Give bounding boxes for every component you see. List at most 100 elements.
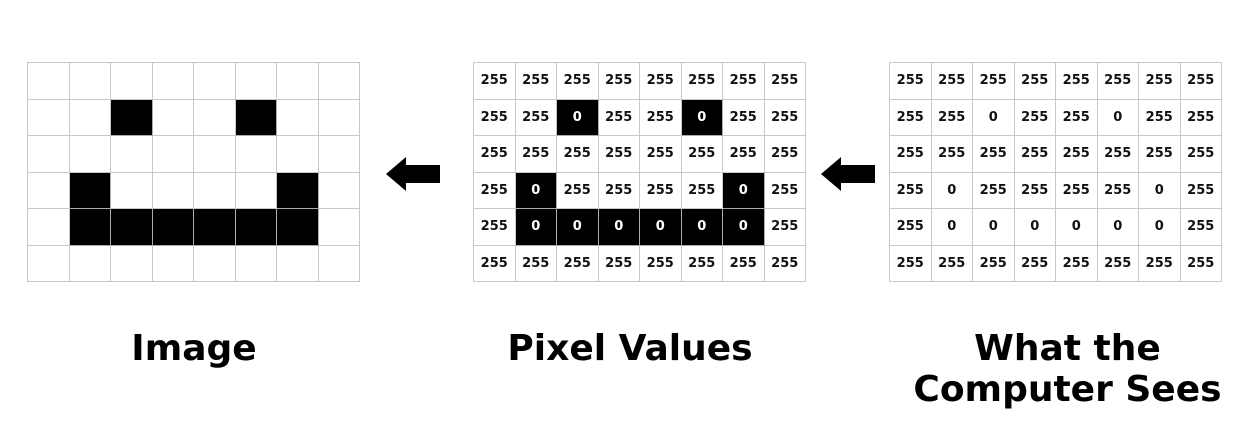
pixel-value-cell: 255 (515, 63, 557, 100)
pixel-cell (69, 136, 111, 173)
pixel-value-cell: 0 (515, 172, 557, 209)
pixel-cell (111, 63, 153, 100)
pixel-value-cell: 0 (557, 99, 599, 136)
pixel-cell (28, 63, 70, 100)
number-cell: 255 (1014, 63, 1056, 100)
pixel-value-cell: 255 (474, 172, 516, 209)
pixel-cell (152, 63, 194, 100)
image-label: Image (131, 328, 257, 369)
pixel-value-cell: 255 (474, 209, 516, 246)
pixel-cell (235, 136, 277, 173)
left-arrow-icon (821, 157, 875, 191)
pixel-cell (194, 209, 236, 246)
number-cell: 255 (973, 245, 1015, 282)
pixel-value-cell: 255 (598, 99, 640, 136)
pixel-value-cell: 255 (598, 245, 640, 282)
pixel-value-cell: 255 (640, 136, 682, 173)
pixel-cell (152, 99, 194, 136)
pixel-cell (69, 99, 111, 136)
number-cell: 0 (973, 209, 1015, 246)
pixel-value-cell: 0 (681, 209, 723, 246)
pixel-cell (111, 245, 153, 282)
number-cell: 0 (931, 172, 973, 209)
pixel-value-cell: 255 (681, 245, 723, 282)
number-cell: 255 (1056, 99, 1098, 136)
pixel-value-cell: 255 (764, 99, 806, 136)
pixel-value-cell: 255 (557, 136, 599, 173)
pixel-cell (277, 245, 319, 282)
pixel-value-cell: 255 (723, 63, 765, 100)
number-cell: 255 (1139, 99, 1181, 136)
number-cell: 255 (1180, 245, 1222, 282)
number-cell: 255 (1180, 99, 1222, 136)
pixel-value-cell: 0 (598, 209, 640, 246)
pixel-cell (28, 99, 70, 136)
number-cell: 255 (1056, 63, 1098, 100)
pixel-cell (318, 136, 360, 173)
number-cell: 255 (973, 63, 1015, 100)
pixel-value-cell: 255 (515, 99, 557, 136)
number-cell: 255 (1097, 245, 1139, 282)
pixel-value-cell: 255 (474, 63, 516, 100)
pixel-value-cell: 255 (764, 63, 806, 100)
number-cell: 255 (1180, 172, 1222, 209)
number-cell: 255 (1097, 63, 1139, 100)
pixel-value-cell: 0 (723, 172, 765, 209)
pixel-cell (111, 99, 153, 136)
number-cell: 255 (1056, 172, 1098, 209)
pixel-cell (28, 209, 70, 246)
pixel-value-cell: 255 (598, 63, 640, 100)
pixel-value-cell: 0 (681, 99, 723, 136)
number-cell: 255 (973, 136, 1015, 173)
pixel-cell (69, 245, 111, 282)
number-cell: 0 (1139, 209, 1181, 246)
pixel-cell (235, 209, 277, 246)
number-cell: 255 (1139, 245, 1181, 282)
pixel-cell (194, 99, 236, 136)
number-cell: 255 (931, 63, 973, 100)
number-cell: 0 (1014, 209, 1056, 246)
pixel-value-cell: 255 (764, 136, 806, 173)
number-cell: 255 (890, 63, 932, 100)
pixel-cell (277, 172, 319, 209)
number-cell: 255 (1180, 136, 1222, 173)
number-cell: 255 (1056, 245, 1098, 282)
computer-sees-label-line2: Computer Sees (913, 369, 1222, 410)
number-cell: 255 (1014, 136, 1056, 173)
pixel-values-label: Pixel Values (507, 328, 753, 369)
pixel-cell (69, 172, 111, 209)
pixel-value-cell: 255 (557, 172, 599, 209)
pixel-cell (318, 99, 360, 136)
pixel-cell (318, 63, 360, 100)
pixel-cell (152, 209, 194, 246)
pixel-cell (235, 245, 277, 282)
number-cell: 255 (973, 172, 1015, 209)
number-cell: 255 (1014, 99, 1056, 136)
pixel-cell (235, 63, 277, 100)
pixel-value-cell: 0 (723, 209, 765, 246)
pixel-cell (28, 136, 70, 173)
pixel-value-cell: 0 (557, 209, 599, 246)
number-cell: 255 (1139, 136, 1181, 173)
image-grid (27, 62, 360, 282)
number-cell: 0 (1139, 172, 1181, 209)
pixel-cell (277, 136, 319, 173)
pixel-value-cell: 255 (764, 172, 806, 209)
pixel-value-cell: 255 (681, 63, 723, 100)
pixel-value-cell: 0 (515, 209, 557, 246)
number-cell: 0 (1056, 209, 1098, 246)
number-cell: 0 (973, 99, 1015, 136)
pixel-cell (111, 172, 153, 209)
pixel-value-cell: 255 (681, 172, 723, 209)
pixel-cell (318, 172, 360, 209)
pixel-cell (69, 209, 111, 246)
number-cell: 255 (1097, 136, 1139, 173)
pixel-value-cell: 255 (557, 245, 599, 282)
pixel-cell (111, 209, 153, 246)
pixel-cell (235, 99, 277, 136)
pixel-cell (194, 245, 236, 282)
pixel-value-cell: 255 (557, 63, 599, 100)
number-cell: 255 (1014, 172, 1056, 209)
pixel-cell (277, 209, 319, 246)
number-cell: 255 (931, 136, 973, 173)
